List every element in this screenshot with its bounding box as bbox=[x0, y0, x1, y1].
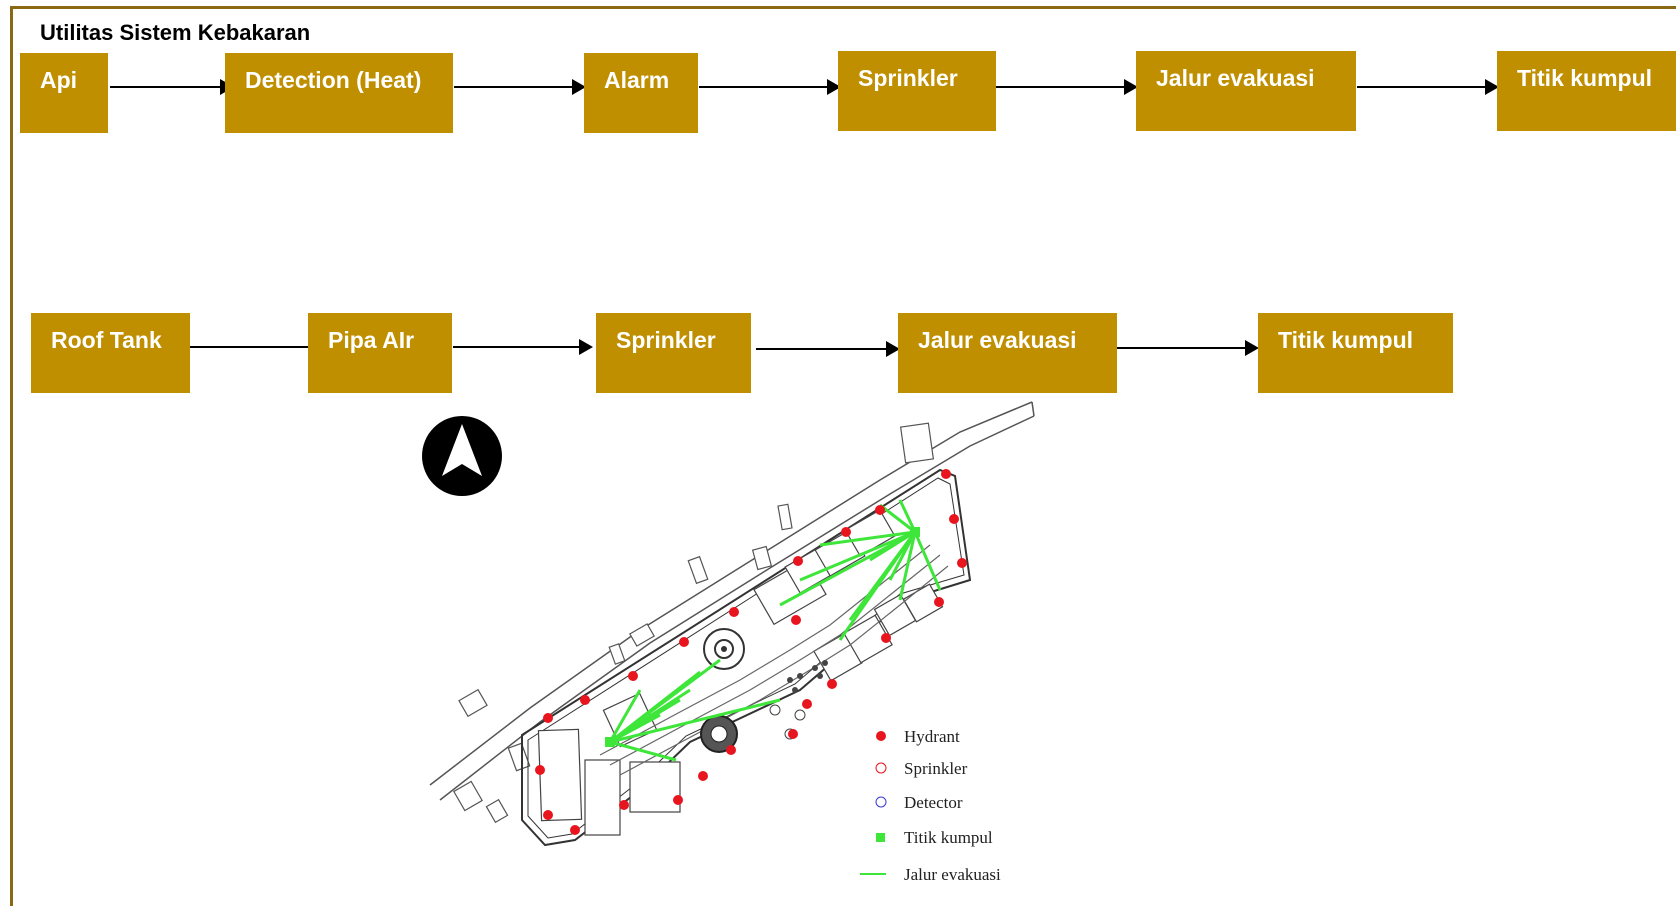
flow-box-pipa-air: Pipa AIr bbox=[308, 313, 452, 393]
page-title: Utilitas Sistem Kebakaran bbox=[40, 20, 311, 45]
flow-arrow bbox=[996, 79, 1138, 95]
flow-box-roof-tank: Roof Tank bbox=[31, 313, 190, 393]
flow-arrow bbox=[454, 79, 586, 95]
flow-box-sprinkler-2: Sprinkler bbox=[596, 313, 751, 393]
outbuildings bbox=[453, 422, 935, 824]
page-frame bbox=[10, 6, 1676, 906]
evacuation-routes bbox=[608, 499, 942, 762]
legend-sprinkler-label: Sprinkler bbox=[904, 759, 968, 778]
flow-arrow bbox=[1357, 79, 1499, 95]
legend-titik-kumpul-icon bbox=[876, 833, 885, 842]
flow-box-sprinkler: Sprinkler bbox=[838, 51, 996, 131]
legend: Hydrant Sprinkler Detector Titik kumpul … bbox=[860, 727, 1001, 884]
legend-detector-label: Detector bbox=[904, 793, 963, 812]
site-blocks bbox=[537, 509, 944, 836]
assembly-point-marker bbox=[910, 527, 920, 537]
legend-titik-kumpul-label: Titik kumpul bbox=[904, 828, 993, 847]
flow-arrow bbox=[1117, 340, 1259, 356]
legend-detector-icon bbox=[875, 796, 887, 808]
flow-box-titik-kumpul-2: Titik kumpul bbox=[1258, 313, 1453, 393]
legend-hydrant-icon bbox=[876, 731, 886, 741]
flow-box-titik-kumpul: Titik kumpul bbox=[1497, 51, 1676, 131]
flow-box-jalur-evakuasi-2: Jalur evakuasi bbox=[898, 313, 1117, 393]
flow-arrow bbox=[453, 339, 593, 355]
legend-sprinkler-icon bbox=[875, 762, 887, 774]
north-arrow-icon bbox=[422, 416, 502, 496]
flow-box-alarm: Alarm bbox=[584, 53, 698, 133]
flow-arrow bbox=[756, 341, 900, 357]
legend-jalur-label: Jalur evakuasi bbox=[904, 865, 1001, 884]
legend-hydrant-label: Hydrant bbox=[904, 727, 960, 746]
flow-arrow bbox=[699, 79, 841, 95]
assembly-point-marker bbox=[605, 737, 615, 747]
site-plan: Hydrant Sprinkler Detector Titik kumpul … bbox=[422, 401, 1035, 884]
flow-box-detection: Detection (Heat) bbox=[225, 53, 453, 133]
round-plazas bbox=[700, 628, 745, 753]
hydrant-markers bbox=[535, 469, 967, 835]
flow-box-jalur-evakuasi: Jalur evakuasi bbox=[1136, 51, 1356, 131]
flow-box-api: Api bbox=[20, 53, 108, 133]
